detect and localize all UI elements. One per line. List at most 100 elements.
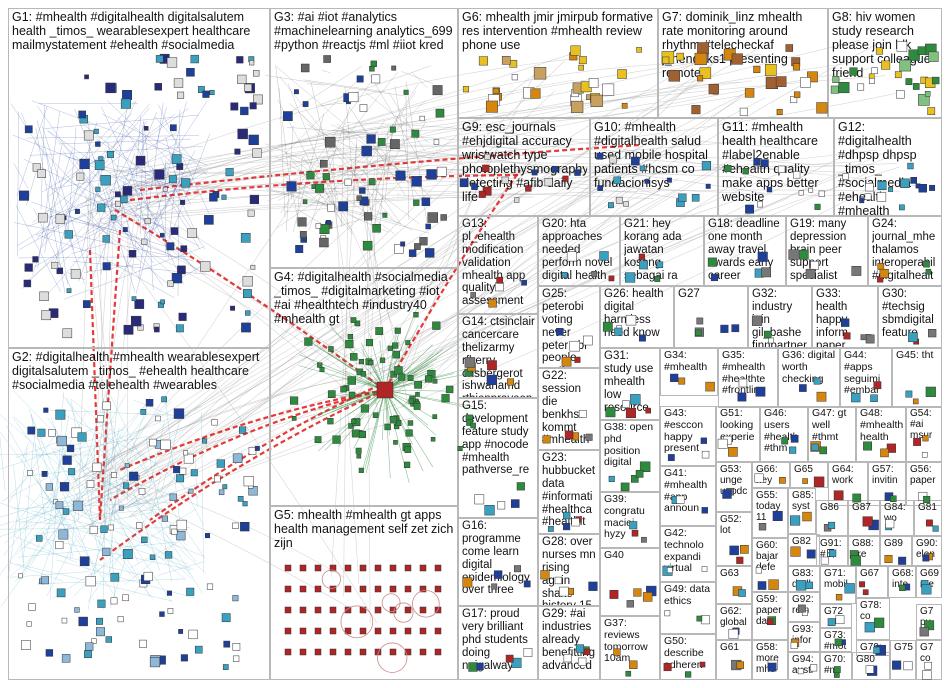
g5-user-node[interactable] [300,628,306,634]
minor-group-node[interactable] [874,618,884,628]
g5-user-node[interactable] [360,607,366,613]
g9-user-node[interactable] [563,176,569,182]
g1-user-node[interactable] [63,329,72,338]
minor-group-node[interactable] [711,274,718,281]
minor-group-node[interactable] [636,470,643,477]
minor-group-node[interactable] [614,649,621,656]
minor-group-node[interactable] [491,584,496,589]
g2-user-node[interactable] [233,595,239,601]
g4-user-node[interactable] [446,386,453,393]
g3-user-node[interactable] [357,196,362,201]
g10-user-node[interactable] [608,202,613,207]
minor-group-node[interactable] [578,658,586,666]
g5-user-node[interactable] [360,586,366,592]
g2-user-node[interactable] [191,470,197,476]
g1-user-node[interactable] [129,250,136,257]
minor-group-node[interactable] [844,333,851,340]
g1-user-node[interactable] [154,327,159,332]
g3-user-node[interactable] [326,220,330,224]
g8-user-node[interactable] [872,68,878,74]
g2-user-node[interactable] [85,643,93,651]
g5-user-node[interactable] [285,586,291,592]
g11-user-node[interactable] [819,191,825,197]
g4-user-node[interactable] [345,340,353,348]
g12-user-node[interactable] [859,198,863,202]
g2-user-node[interactable] [212,420,218,426]
g2-user-node[interactable] [28,427,35,434]
g5-user-node[interactable] [435,565,441,571]
g1-user-node[interactable] [84,131,93,140]
minor-group-node[interactable] [791,547,801,557]
g1-user-node[interactable] [95,161,104,170]
g3-user-node[interactable] [320,160,327,167]
g4-user-node[interactable] [359,468,364,473]
g4-user-node[interactable] [395,328,401,334]
g12-user-node[interactable] [919,184,927,192]
g1-user-node[interactable] [97,204,105,212]
minor-group-node[interactable] [817,392,826,401]
g5-user-node[interactable] [405,649,411,655]
g5-user-node[interactable] [420,649,426,655]
minor-group-node[interactable] [782,438,788,444]
g2-user-node[interactable] [162,397,167,402]
g7-user-node[interactable] [662,57,669,64]
minor-group-node[interactable] [791,435,798,442]
g1-user-node[interactable] [155,83,162,90]
minor-group-node[interactable] [836,615,844,623]
g2-user-node[interactable] [57,589,65,597]
g2-user-node[interactable] [233,656,239,662]
g3-user-node[interactable] [409,250,416,257]
g9-user-node[interactable] [545,178,553,186]
g2-user-node[interactable] [57,436,67,446]
minor-group-node[interactable] [643,592,652,601]
minor-group-node[interactable] [922,585,932,595]
g3-user-node[interactable] [369,66,374,71]
g1-user-node[interactable] [161,300,165,304]
g7-user-node[interactable] [765,64,776,75]
g2-user-node[interactable] [41,577,48,584]
g2-user-node[interactable] [177,531,186,540]
g4-user-node[interactable] [431,437,435,441]
minor-group-node[interactable] [667,568,672,573]
g4-user-node[interactable] [292,416,296,420]
g8-user-node[interactable] [869,78,874,83]
minor-group-node[interactable] [885,555,892,562]
g12-user-node[interactable] [877,192,886,201]
minor-group-node[interactable] [668,454,674,460]
g9-user-node[interactable] [460,179,468,187]
g5-user-node[interactable] [330,628,336,634]
g1-user-node[interactable] [243,276,253,286]
minor-group-node[interactable] [721,325,729,333]
g12-user-node[interactable] [901,179,910,188]
g11-user-node[interactable] [745,205,753,213]
g4-user-node[interactable] [361,405,369,413]
minor-group-node[interactable] [863,590,868,595]
minor-group-node[interactable] [646,408,651,413]
minor-group-node[interactable] [567,252,576,261]
g4-hub-node[interactable] [377,382,393,398]
minor-group-node[interactable] [764,331,771,338]
g1-user-node[interactable] [106,83,116,93]
g10-user-node[interactable] [610,156,617,163]
g4-user-node[interactable] [328,391,335,398]
g2-user-node[interactable] [224,641,230,647]
g11-user-node[interactable] [767,187,772,192]
minor-group-node[interactable] [639,335,645,341]
g1-user-node[interactable] [236,56,243,63]
g3-user-node[interactable] [287,182,297,192]
minor-group-node[interactable] [625,273,635,283]
minor-group-node[interactable] [814,477,824,487]
minor-group-node[interactable] [524,581,530,587]
g2-user-node[interactable] [46,484,53,491]
minor-group-node[interactable] [576,645,584,653]
minor-group-node[interactable] [729,629,738,638]
g11-user-node[interactable] [754,158,761,165]
g9-user-node[interactable] [532,170,537,175]
minor-group-node[interactable] [559,587,568,596]
minor-group-node[interactable] [755,474,763,482]
minor-group-node[interactable] [506,655,513,662]
g5-user-node[interactable] [435,607,441,613]
minor-group-node[interactable] [497,502,505,510]
g5-user-node[interactable] [315,565,321,571]
g9-user-node[interactable] [552,166,558,172]
